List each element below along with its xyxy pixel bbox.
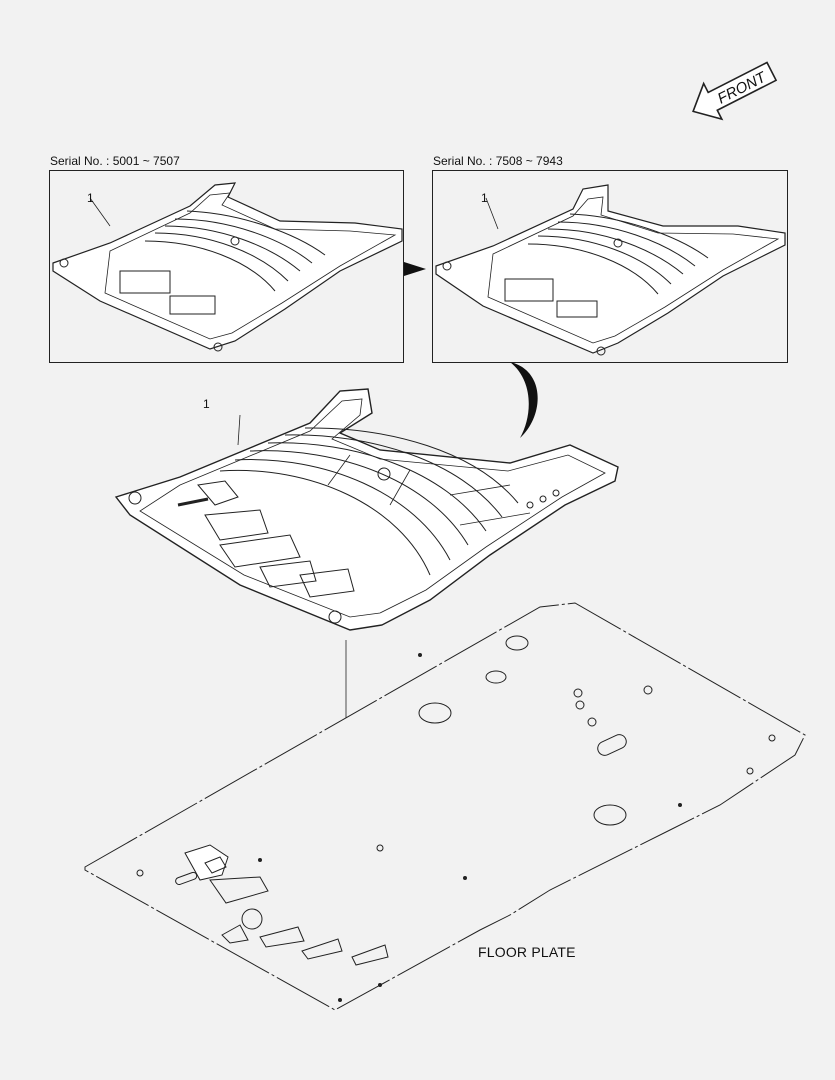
floor-plate-label: FLOOR PLATE (478, 944, 576, 960)
floor-plate (84, 602, 806, 1011)
variant-box-right: 1 (432, 170, 788, 363)
floor-mat-variant-left (52, 182, 403, 352)
transition-arrow (404, 262, 426, 276)
floor-mat-variant-right (435, 184, 786, 356)
serial-label-left: Serial No. : 5001 ~ 7507 (50, 154, 180, 168)
callout-main: 1 (203, 397, 210, 411)
callout-left: 1 (87, 191, 94, 205)
front-direction-arrow: FRONT (692, 61, 778, 121)
serial-label-right: Serial No. : 7508 ~ 7943 (433, 154, 563, 168)
curved-arrow (510, 362, 538, 438)
callout-right: 1 (481, 191, 488, 205)
variant-box-left: 1 (49, 170, 404, 363)
floor-mat-main (114, 388, 619, 631)
